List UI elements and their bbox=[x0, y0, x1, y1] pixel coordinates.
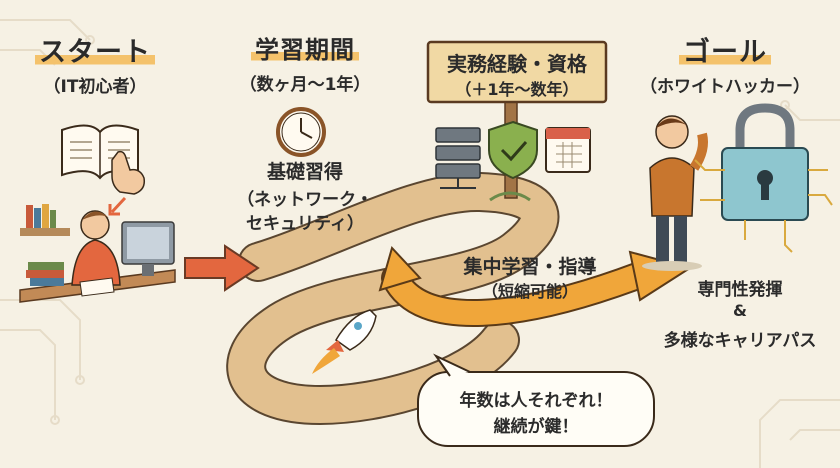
outcome-line1: 専門性発揮 bbox=[697, 280, 783, 300]
padlock-circuit-icon bbox=[694, 103, 833, 253]
goal-title: ゴール bbox=[640, 30, 810, 69]
pointer-small-arrow bbox=[108, 196, 127, 216]
bubble-line1: 年数は人それぞれ！ bbox=[459, 391, 613, 411]
circuit-decoration-right bbox=[759, 100, 840, 468]
learning-detail-line1: （ネットワーク・ bbox=[237, 190, 373, 210]
speech-bubble bbox=[417, 353, 655, 447]
learning-period: （数ヶ月〜1年） bbox=[239, 75, 371, 95]
start-arrow bbox=[184, 244, 260, 292]
hacker-person-illustration bbox=[642, 115, 708, 271]
calendar-icon bbox=[545, 127, 591, 173]
student-at-desk-illustration bbox=[19, 204, 176, 303]
learning-detail-line2: セキュリティ） bbox=[246, 214, 364, 234]
shortcut-label: 集中学習・指導 bbox=[463, 256, 597, 278]
hand-pointer-icon bbox=[111, 150, 146, 195]
outcome-line2: & bbox=[733, 301, 747, 320]
bubble-line2: 継続が鍵！ bbox=[493, 417, 579, 437]
server-icon bbox=[435, 127, 481, 189]
practice-sign-period: （＋1年〜数年） bbox=[455, 80, 579, 99]
learning-title: 学習期間 bbox=[225, 30, 385, 65]
start-subtitle: （IT初心者） bbox=[43, 77, 147, 97]
learning-topic: 基礎習得 bbox=[266, 161, 343, 183]
practice-sign-title: 実務経験・資格 bbox=[447, 52, 587, 76]
outcome-line3: 多様なキャリアパス bbox=[663, 331, 817, 351]
rocket-icon bbox=[312, 309, 377, 374]
start-title: スタート bbox=[20, 30, 170, 69]
shield-check-icon bbox=[488, 120, 538, 180]
clock-icon bbox=[276, 107, 326, 157]
shortcut-note: （短縮可能） bbox=[481, 282, 578, 301]
goal-subtitle: （ホワイトハッカー） bbox=[640, 77, 810, 97]
